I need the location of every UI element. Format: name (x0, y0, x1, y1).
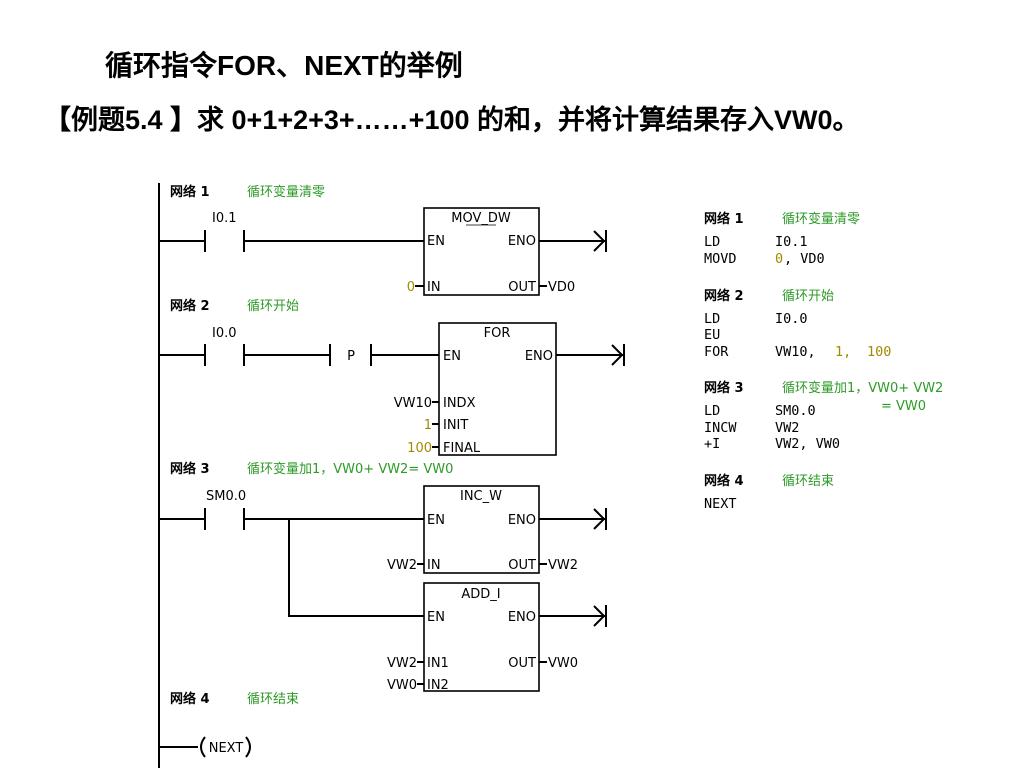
stl-net1-l1-op: LD (704, 234, 720, 250)
example-statement: 【例题5.4 】求 0+1+2+3+……+100 的和，并将计算结果存入VW0。 (44, 105, 860, 135)
stl-net2-l1-op: LD (704, 311, 720, 327)
mov-dw-in-pin: IN (427, 280, 441, 295)
inc-w-in-pin: IN (427, 558, 441, 573)
add-i-in2-pin: IN2 (427, 678, 449, 693)
for-eno: ENO (525, 349, 553, 364)
stl-net3-comment-2: = VW0 (881, 399, 926, 414)
stl-net3-l1-op: LD (704, 403, 720, 419)
add-i-en: EN (427, 610, 445, 625)
net4-comment: 循环结束 (247, 692, 299, 707)
stl-net1-l2-a: 0 (775, 251, 783, 267)
positive-edge-contact (329, 344, 439, 366)
for-init-pin: INIT (443, 418, 468, 433)
inc-w-out-value: VW2 (548, 558, 578, 573)
for-final-pin: FINAL (443, 441, 481, 456)
inc-w-box (423, 485, 540, 574)
stl-net3-l1-arg: SM0.0 (775, 403, 816, 419)
stl-net1-comment: 循环变量清零 (782, 211, 860, 227)
stl-net2-comment: 循环开始 (782, 289, 834, 304)
stl-net2-l3-c: 100 (867, 344, 891, 360)
add-i-out-pin: OUT (508, 656, 536, 671)
stl-net3-l3-arg: VW2, VW0 (775, 436, 840, 452)
net2-contact (159, 344, 330, 366)
stl-net3-label: 网络 3 (704, 380, 744, 396)
net2-comment: 循环开始 (247, 299, 299, 314)
mov-dw-eno: ENO (508, 234, 536, 249)
add-i-in2-value: VW0 (387, 678, 417, 693)
net2-label: 网络 2 (170, 298, 210, 314)
stl-net2-l2-op: EU (704, 327, 720, 343)
add-i-out-value: VW0 (548, 656, 578, 671)
stl-net2-l3-op: FOR (704, 344, 729, 360)
inc-w-out-pin: OUT (508, 558, 536, 573)
net1-comment: 循环变量清零 (247, 184, 325, 200)
net2-output-arrow (556, 344, 625, 366)
add-i-output-arrow (539, 605, 607, 627)
stl-net2-l3-a: VW10, (775, 344, 816, 360)
inc-w-eno: ENO (508, 513, 536, 528)
net1-contact-address: I0.1 (212, 211, 237, 226)
stl-net3-l3-op: +I (704, 436, 720, 452)
stl-net4-label: 网络 4 (704, 473, 744, 489)
stl-net1-l2-op: MOVD (704, 251, 737, 267)
add-i-title: ADD_I (461, 587, 500, 602)
next-coil-label: NEXT (209, 741, 244, 756)
add-i-in1-pin: IN1 (427, 656, 449, 671)
stl-net1-l1-arg: I0.1 (775, 234, 808, 250)
stl-net4-l1-op: NEXT (704, 496, 737, 512)
add-i-box (423, 582, 540, 692)
add-i-eno: ENO (508, 610, 536, 625)
stl-net1-l2-b: , VD0 (784, 251, 825, 267)
mov-dw-out-pin: OUT (508, 280, 536, 295)
net4-label: 网络 4 (170, 691, 210, 707)
for-indx-pin: INDX (443, 396, 476, 411)
for-init-value: 1 (424, 418, 432, 433)
stl-net2-l3-b: 1, (835, 344, 851, 360)
stl-net3-l2-op: INCW (704, 420, 737, 436)
stl-net2-l1-arg: I0.0 (775, 311, 808, 327)
net1-contact (159, 230, 424, 252)
for-title: FOR (484, 326, 511, 341)
for-box (438, 322, 557, 456)
net1-output-arrow (539, 230, 607, 252)
inc-w-output-arrow (539, 508, 607, 530)
net3-label: 网络 3 (170, 461, 210, 477)
net3-contact (159, 508, 424, 617)
stl-net2-label: 网络 2 (704, 288, 744, 304)
mov-dw-title: MOV_DW (451, 211, 511, 226)
next-coil (159, 736, 251, 758)
stl-net3-comment-1: 循环变量加1，VW0+ VW2 (782, 380, 943, 396)
net2-contact-address: I0.0 (212, 326, 237, 341)
mov-dw-en: EN (427, 234, 445, 249)
for-final-value: 100 (407, 441, 432, 456)
slide-title: 循环指令FOR、NEXT的举例 (105, 50, 463, 81)
edge-label: P (347, 349, 355, 364)
for-en: EN (443, 349, 461, 364)
net1-label: 网络 1 (170, 184, 210, 200)
inc-w-in-value: VW2 (387, 558, 417, 573)
stl-net1-label: 网络 1 (704, 211, 744, 227)
net3-contact-address: SM0.0 (206, 489, 246, 504)
mov-dw-box (423, 207, 540, 296)
inc-w-title: INC_W (460, 489, 502, 504)
add-i-in1-value: VW2 (387, 656, 417, 671)
for-indx-value: VW10 (394, 396, 432, 411)
mov-dw-out-value: VD0 (548, 280, 575, 295)
net3-comment: 循环变量加1，VW0+ VW2= VW0 (247, 461, 453, 477)
mov-dw-in-value: 0 (407, 280, 415, 295)
stl-net4-comment: 循环结束 (782, 474, 834, 489)
stl-net3-l2-arg: VW2 (775, 420, 799, 436)
inc-w-en: EN (427, 513, 445, 528)
